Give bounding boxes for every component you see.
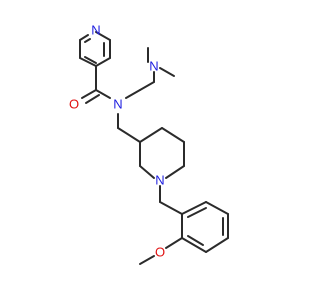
chemical-structure: N O N N N O	[69, 23, 229, 265]
pyridine-ring	[79, 31, 111, 67]
methylene-linker	[117, 113, 141, 143]
benzyl-linker	[159, 185, 183, 215]
ether-oxygen-label: O	[155, 245, 165, 260]
bond	[159, 67, 175, 77]
bond	[95, 89, 111, 99]
bond	[95, 31, 111, 41]
bond	[84, 38, 91, 43]
bond	[181, 201, 207, 215]
bond	[125, 89, 141, 99]
piperidine-nitrogen-label: N	[155, 173, 164, 188]
bond	[187, 235, 204, 246]
bond	[205, 237, 229, 253]
bond	[139, 81, 155, 91]
bond	[81, 89, 97, 99]
bond	[165, 165, 185, 179]
bond	[85, 94, 100, 104]
bond	[79, 57, 97, 67]
bond	[84, 56, 97, 64]
dimethylaminoethyl-chain	[125, 47, 175, 99]
piperidine-ring	[139, 127, 185, 179]
bond	[95, 57, 111, 67]
dimethylamine-nitrogen-label: N	[149, 59, 158, 74]
bond	[139, 255, 155, 265]
bond	[139, 127, 163, 143]
benzene-ring	[181, 201, 229, 253]
bond	[159, 201, 183, 215]
pyridine-nitrogen-label: N	[91, 23, 100, 38]
amide-group	[81, 65, 111, 104]
bond	[79, 34, 89, 41]
amide-oxygen-label: O	[69, 97, 79, 112]
bond	[165, 237, 183, 249]
bond	[161, 127, 185, 143]
bond	[181, 237, 207, 253]
bond	[139, 165, 155, 179]
bond	[117, 127, 141, 143]
amide-nitrogen-label: N	[113, 97, 122, 112]
bond	[187, 207, 207, 218]
methoxy-group	[139, 237, 183, 265]
bond	[205, 201, 229, 215]
